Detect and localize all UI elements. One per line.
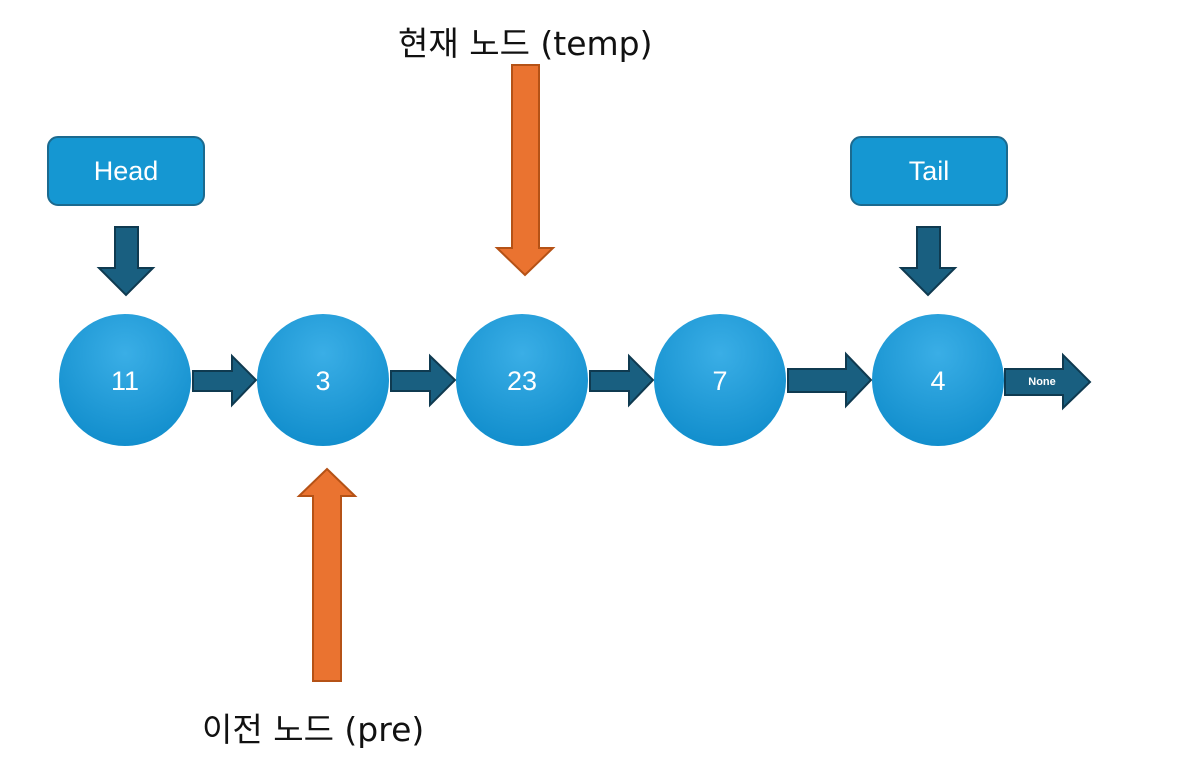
none-arrow	[1004, 352, 1092, 411]
head-pointer-box: Head	[47, 136, 205, 206]
node-value: 7	[712, 366, 727, 396]
tail-pointer-box: Tail	[850, 136, 1008, 206]
node-value: 4	[930, 366, 945, 396]
pre-caption: 이전 노드 (pre)	[202, 710, 425, 749]
temp-pointer-arrow	[494, 64, 556, 277]
head-down-arrow	[96, 226, 156, 297]
list-node: 7	[654, 314, 786, 446]
tail-label: Tail	[909, 156, 950, 186]
list-node: 23	[456, 314, 588, 446]
node-value: 3	[315, 366, 330, 396]
head-label: Head	[94, 156, 159, 186]
list-node: 11	[59, 314, 191, 446]
temp-caption: 현재 노드 (temp)	[398, 24, 653, 63]
link-arrow-4	[787, 351, 873, 409]
list-node: 3	[257, 314, 389, 446]
link-arrow-3	[589, 353, 655, 408]
list-node: 4	[872, 314, 1004, 446]
link-arrow-1	[192, 353, 258, 408]
link-arrow-2	[390, 353, 457, 408]
tail-down-arrow	[898, 226, 958, 297]
pre-pointer-arrow	[296, 467, 358, 682]
none-label: None	[1028, 376, 1056, 388]
node-value: 11	[111, 366, 139, 396]
node-value: 23	[507, 366, 537, 396]
